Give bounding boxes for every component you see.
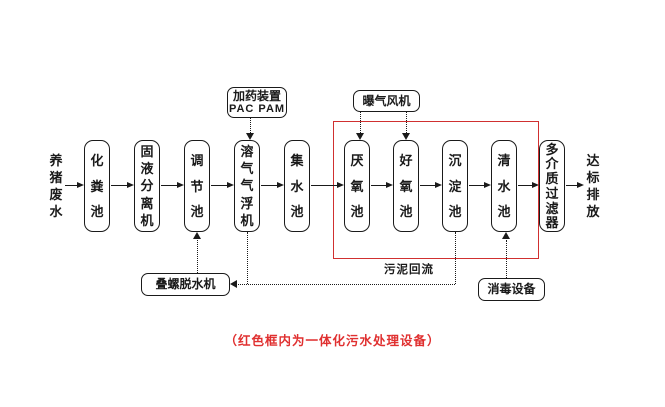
flow-arrow xyxy=(566,182,584,188)
aeration-blower-box: 曝气风机 xyxy=(353,90,420,112)
sludge-return-label: 污泥回流 xyxy=(384,264,434,276)
dewatering-return-line xyxy=(197,240,198,273)
blower-connector-line xyxy=(406,112,407,133)
arrowhead-left xyxy=(230,280,237,288)
arrowhead-up xyxy=(502,232,510,239)
caption-text: （红色框内为一体化污水处理设备） xyxy=(224,334,441,348)
arrowhead-down xyxy=(402,133,410,140)
screw-dewatering-box: 叠螺脱水机 xyxy=(141,273,230,296)
flow-arrow xyxy=(420,182,442,188)
process-box-label: 清水池 xyxy=(497,152,511,220)
process-box-label: 多介质过滤器 xyxy=(545,141,559,231)
dosing-chemicals-label: PAC PAM xyxy=(228,103,286,116)
flow-arrow xyxy=(65,182,84,188)
outflow-label: 达标排放 xyxy=(586,153,600,219)
arrowhead-down xyxy=(246,133,254,140)
arrowhead-up xyxy=(193,232,201,239)
process-box-clean-water-tank: 清水池 xyxy=(491,140,517,232)
disinfection-connector-line xyxy=(506,240,507,278)
process-box-septic-tank: 化粪池 xyxy=(84,140,110,232)
dosing-device-label: 加药装置 xyxy=(232,88,281,103)
process-box-anaerobic-tank: 厌氧池 xyxy=(344,140,370,232)
process-box-regulating-tank: 调节池 xyxy=(184,140,210,232)
process-box-dissolved-air-flotation: 溶气气浮机 xyxy=(234,140,260,232)
flow-arrow xyxy=(518,182,539,188)
process-box-label: 固液分离机 xyxy=(140,144,154,228)
process-box-collection-tank: 集水池 xyxy=(284,140,310,232)
aeration-blower-label: 曝气风机 xyxy=(362,93,411,108)
flow-arrow xyxy=(469,182,491,188)
disinfection-box: 消毒设备 xyxy=(478,278,545,301)
sludge-return-line xyxy=(238,284,455,285)
flow-arrow xyxy=(211,182,234,188)
process-box-label: 调节池 xyxy=(190,152,204,220)
flow-arrow xyxy=(371,182,393,188)
process-box-label: 厌氧池 xyxy=(350,152,364,220)
process-box-label: 沉淀池 xyxy=(448,152,462,220)
flow-arrow xyxy=(111,182,134,188)
flow-arrow xyxy=(161,182,184,188)
process-box-multimedia-filter: 多介质过滤器 xyxy=(539,140,565,232)
dosing-device-box: 加药装置 PAC PAM xyxy=(227,87,287,118)
process-box-label: 好氧池 xyxy=(399,152,413,220)
process-box-aerobic-tank: 好氧池 xyxy=(393,140,419,232)
dosing-connector-line xyxy=(250,118,251,133)
process-box-label: 集水池 xyxy=(290,152,304,220)
process-box-label: 化粪池 xyxy=(90,152,104,220)
flow-arrow xyxy=(261,182,284,188)
arrowhead-down xyxy=(356,133,364,140)
disinfection-label: 消毒设备 xyxy=(487,282,536,297)
sedimentation-sludge-line xyxy=(455,232,456,284)
screw-dewatering-label: 叠螺脱水机 xyxy=(155,277,216,292)
source-label: 养猪废水 xyxy=(49,153,63,219)
integrated-equipment-frame xyxy=(333,121,539,259)
process-box-solid-liquid-separator: 固液分离机 xyxy=(134,140,160,232)
process-box-label: 溶气气浮机 xyxy=(240,144,254,228)
daf-sludge-line xyxy=(247,232,248,284)
blower-connector-line xyxy=(360,112,361,133)
process-box-sedimentation-tank: 沉淀池 xyxy=(442,140,468,232)
flow-arrow xyxy=(311,182,344,188)
